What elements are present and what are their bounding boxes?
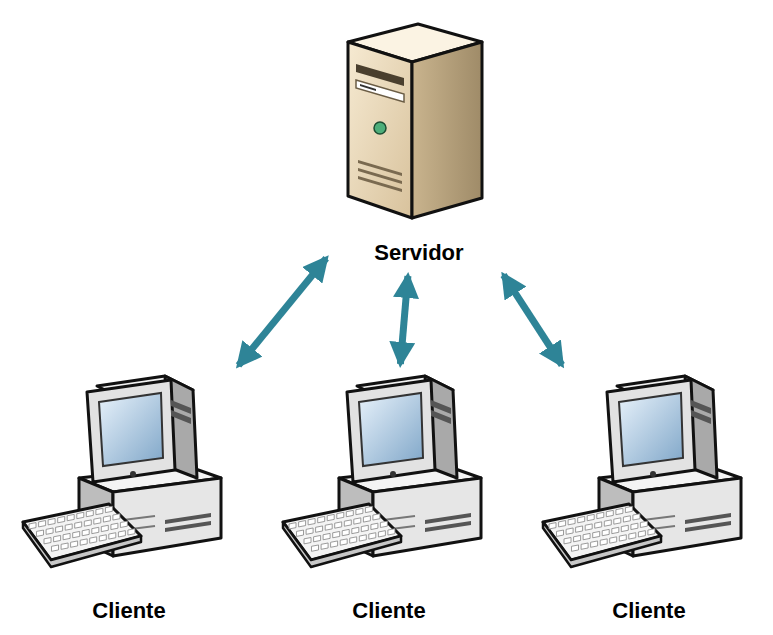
server-node: Servidor bbox=[330, 20, 508, 270]
computer-icon bbox=[15, 370, 235, 575]
client-label: Cliente bbox=[15, 598, 243, 624]
server-label: Servidor bbox=[330, 240, 508, 266]
client-node: Cliente bbox=[15, 370, 243, 628]
client-node: Cliente bbox=[275, 370, 503, 628]
double-arrow bbox=[400, 276, 408, 364]
client-label: Cliente bbox=[535, 598, 763, 624]
double-arrow bbox=[239, 258, 327, 365]
server-icon bbox=[330, 20, 500, 225]
computer-icon bbox=[535, 370, 755, 575]
computer-icon bbox=[275, 370, 495, 575]
double-arrow bbox=[504, 275, 562, 365]
client-label: Cliente bbox=[275, 598, 503, 624]
client-node: Cliente bbox=[535, 370, 763, 628]
